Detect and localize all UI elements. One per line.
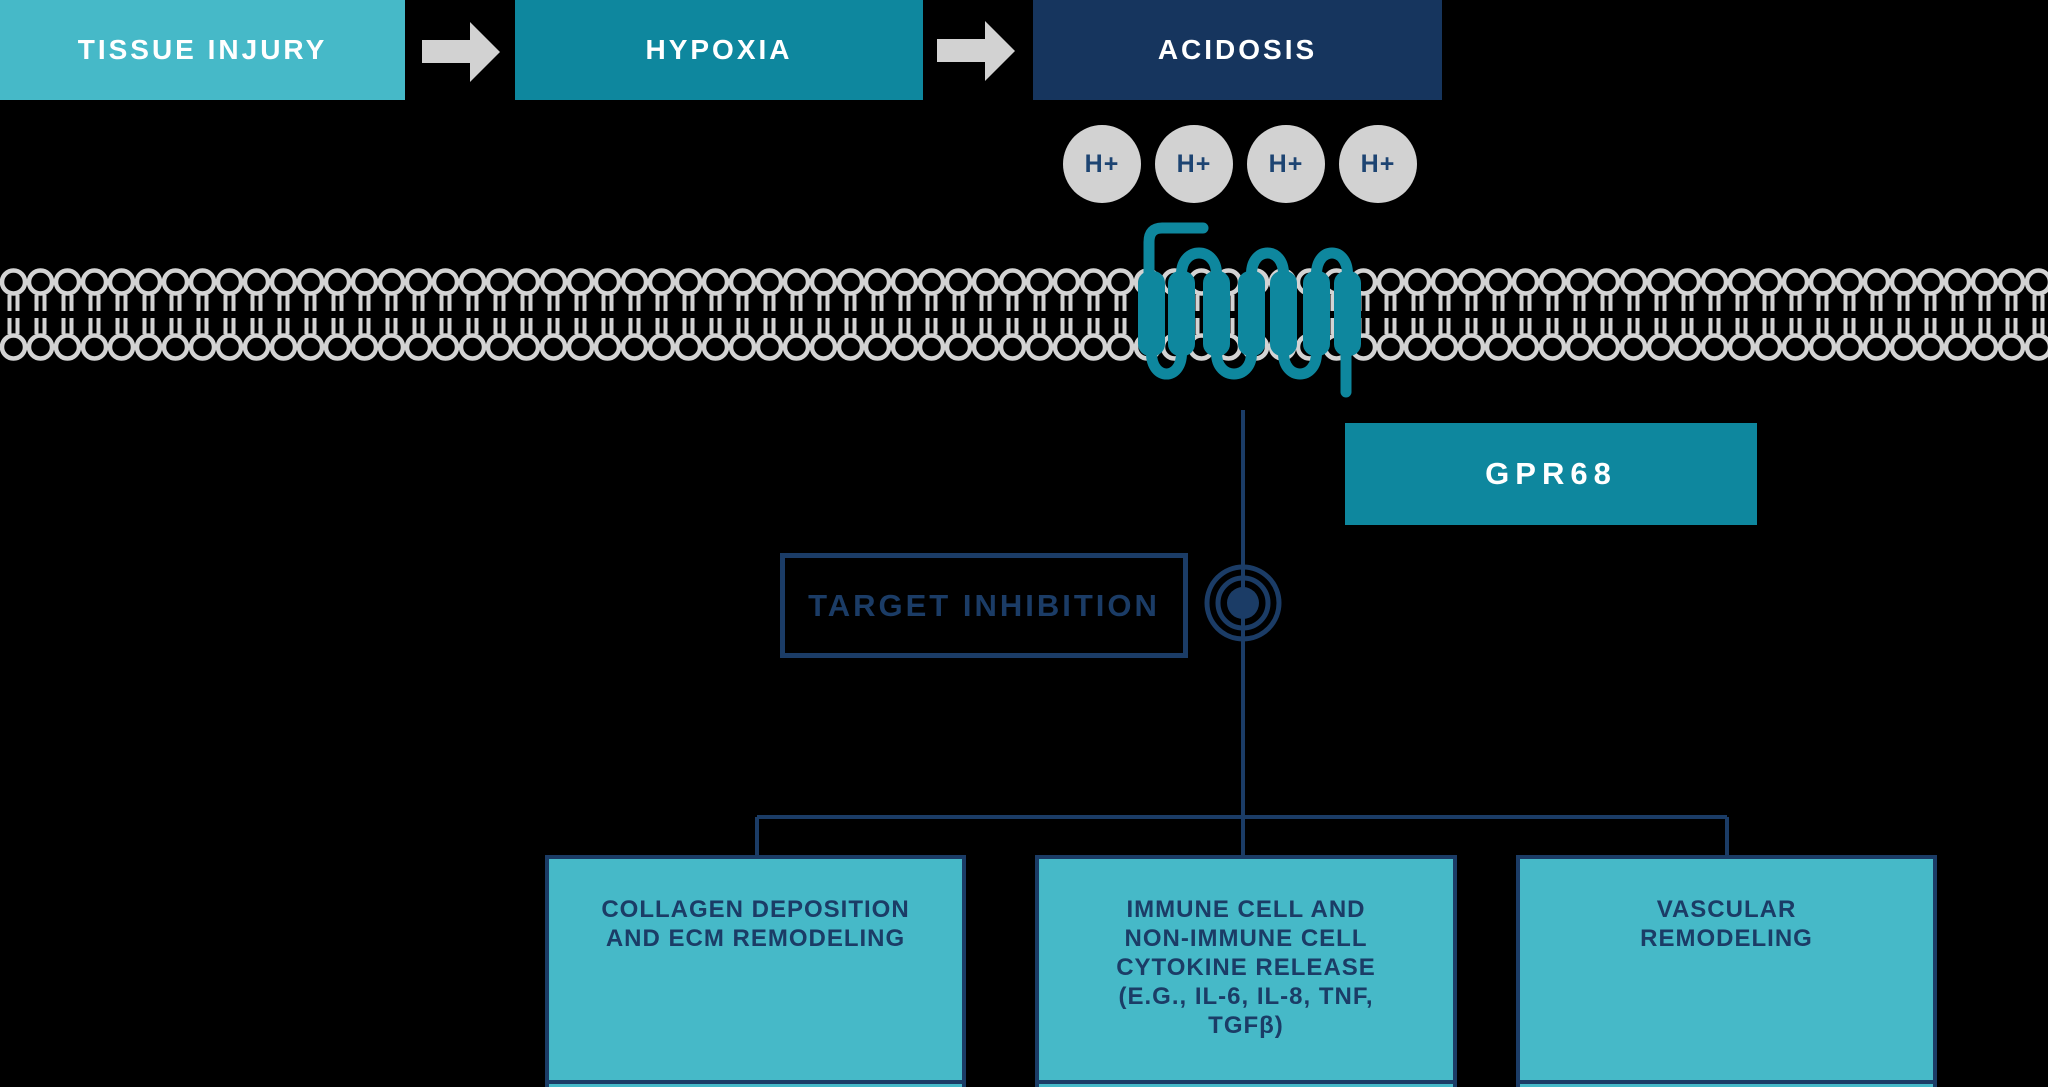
outcome-cytokine-release: IMMUNE CELL AND NON-IMMUNE CELL CYTOKINE…: [1035, 855, 1457, 1087]
flow-step-acidosis: ACIDOSIS: [1033, 0, 1442, 100]
flow-step-tissue-injury: TISSUE INJURY: [0, 0, 405, 100]
flow-step-label: HYPOXIA: [645, 34, 793, 65]
flow-step-label: ACIDOSIS: [1157, 34, 1318, 65]
outcome-label: VASCULAR REMODELING: [1640, 896, 1813, 952]
flow-step-hypoxia: HYPOXIA: [515, 0, 923, 100]
outcome-bottom-rule: [549, 1080, 962, 1084]
hydrogen-ion-icon: H+: [1063, 125, 1141, 203]
bullseye-target-icon: [1204, 564, 1282, 642]
gpcr-7tm-receptor-icon: [1138, 222, 1361, 398]
outcome-vascular-remodeling: VASCULAR REMODELING: [1516, 855, 1937, 1087]
flow-arrow-icon: [937, 21, 1015, 81]
ion-label: H+: [1268, 149, 1304, 178]
receptor-label-text: GPR68: [1485, 456, 1617, 491]
outcome-label: IMMUNE CELL AND NON-IMMUNE CELL CYTOKINE…: [1116, 896, 1376, 1039]
flow-arrow-icon: [422, 22, 500, 82]
ion-label: H+: [1176, 149, 1212, 178]
lipid-bilayer-membrane-icon: [0, 266, 2048, 363]
outcome-label: COLLAGEN DEPOSITION AND ECM REMODELING: [601, 896, 910, 952]
hydrogen-ion-icon: H+: [1339, 125, 1417, 203]
ion-label: H+: [1084, 149, 1120, 178]
flow-step-label: TISSUE INJURY: [77, 34, 328, 65]
target-inhibition-box: TARGET INHIBITION: [780, 553, 1188, 658]
outcome-bottom-rule: [1520, 1080, 1933, 1084]
outcome-collagen-ecm: COLLAGEN DEPOSITION AND ECM REMODELING: [545, 855, 966, 1087]
target-inhibition-label: TARGET INHIBITION: [808, 587, 1160, 623]
ion-label: H+: [1360, 149, 1396, 178]
hydrogen-ion-icon: H+: [1247, 125, 1325, 203]
outcome-bottom-rule: [1039, 1080, 1453, 1084]
hydrogen-ion-icon: H+: [1155, 125, 1233, 203]
receptor-label-gpr68: GPR68: [1345, 423, 1757, 525]
